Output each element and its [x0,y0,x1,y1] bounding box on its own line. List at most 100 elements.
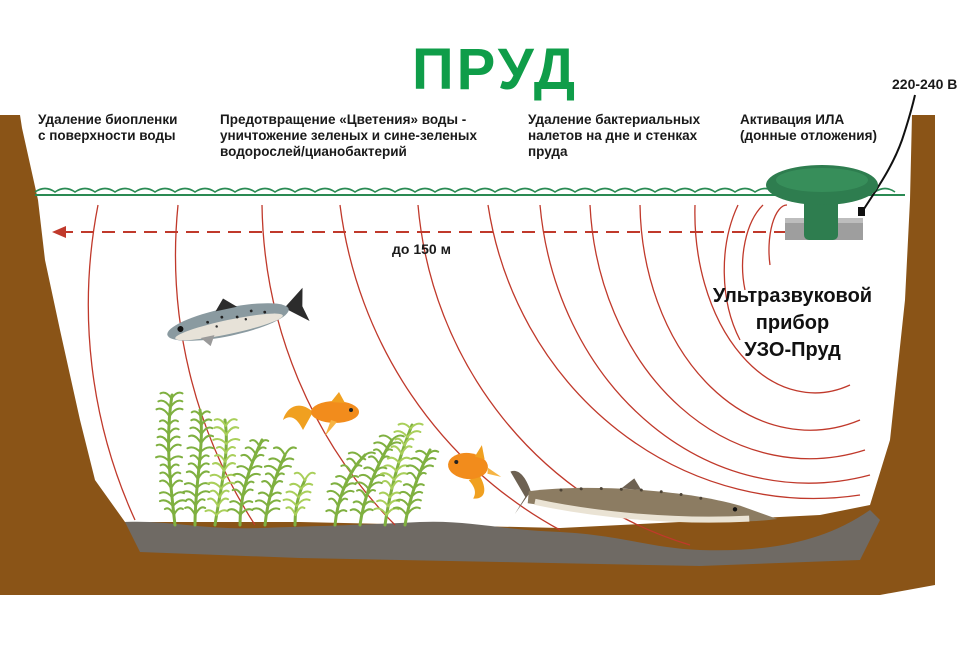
plant-leaf [204,509,218,517]
plant-leaf [227,508,242,517]
plant-leaf [224,418,238,427]
plant-leaf [393,472,409,481]
plant-leaf [170,479,184,490]
plant-leaf [169,399,184,409]
plant-leaf [215,446,227,454]
plant-leaf [280,457,295,465]
plant-leaf [243,480,255,490]
plant-leaf [266,499,281,508]
plant-leaf [289,482,303,490]
plant-leaf [155,455,171,463]
plant-leaf [297,490,312,499]
plant-leaf [340,464,353,474]
plant-leaf [381,479,393,490]
plant-leaf [339,489,355,499]
plant-leaf [405,464,421,474]
plant-leaf [367,481,383,491]
plant-leaves [155,391,440,517]
plant-leaf [395,498,410,508]
plant-leaf [215,509,229,517]
label-line: с поверхности воды [38,128,176,143]
plant-leaf [300,482,314,490]
plant-leaf [169,471,182,481]
wave-arc [417,204,691,546]
plant-leaf [393,430,409,438]
plant-leaf [407,498,422,508]
plant-leaf [356,489,368,499]
plant-leaf [330,482,345,491]
plant-leaf [156,435,170,445]
plant-leaf [225,426,240,436]
label-line: водорослей/цианобактерий [220,144,407,159]
label-bacteria-removal: Удаление бактериальных налетов на дне и … [528,112,700,160]
plant-leaf [373,441,389,450]
plant-leaf [390,434,405,442]
sturgeon-fish-image [510,470,778,523]
plant-leaf [155,443,170,454]
plant-leaf [197,462,210,472]
plant-leaf [370,473,385,482]
plant-leaf [258,439,270,447]
plant-leaf [409,422,424,430]
plant-leaf [276,464,292,473]
page-title: ПРУД [411,37,579,102]
plant-leaf [252,507,268,517]
plant-leaf [167,427,180,436]
plant-leaf [376,499,390,508]
plant-leaf [170,491,185,499]
plant-leaf [346,457,358,467]
plant-leaf [200,418,213,427]
plant-leaf [360,508,374,517]
label-line: Удаление бактериальных [528,112,701,127]
plant-leaf [185,470,199,481]
plant-leaf [212,437,228,445]
plant-leaf [185,498,197,508]
label-line: Удаление биопленки [38,112,178,127]
label-line: (донные отложения) [740,128,877,143]
plant-leaf [172,507,184,517]
wave-arc [639,204,861,431]
plant-leaf [170,391,184,400]
plant-leaf [346,474,360,482]
plant-leaf [168,407,184,418]
plant-leaf [273,472,285,482]
plant-leaf [200,434,215,445]
plant-leaf [362,500,375,508]
plant-leaf [363,466,377,474]
plant-leaf [412,483,425,491]
surface-ripples [34,187,896,193]
plant-leaf [232,472,248,481]
plant-leaf [214,454,227,463]
plant-leaf [303,471,316,482]
plant-leaf [326,489,342,499]
plant-leaf [415,471,427,482]
plant-leaf [360,451,376,460]
plant-leaf [355,457,367,467]
plant-leaf [240,453,254,464]
plant-leaf [234,480,246,490]
plant-leaf [403,437,415,447]
plant-leaf [251,453,265,464]
plant-leaf [200,426,214,436]
ultrasonic-device [766,165,878,240]
plant-leaf [245,472,261,481]
plant-leaf [220,481,236,490]
plant-leaf [157,427,170,436]
plant-leaf [257,491,271,499]
plant-leaf [405,506,421,517]
plant-leaf [155,407,171,418]
plant-leaf [282,498,298,508]
plant-leaf [168,455,184,463]
plant-leaf [207,481,223,490]
plant-leaf [163,507,175,517]
plant-leaf [198,454,210,463]
plant-leaf [328,497,340,508]
plant-leaf [224,454,237,463]
plant-leaf [325,509,338,517]
plant-leaf [218,489,230,499]
plant-leaf [183,482,198,490]
plant-leaf [373,507,388,517]
plant-leaf [167,419,179,427]
plant-leaf [199,410,211,418]
plant-leaf [378,455,391,466]
